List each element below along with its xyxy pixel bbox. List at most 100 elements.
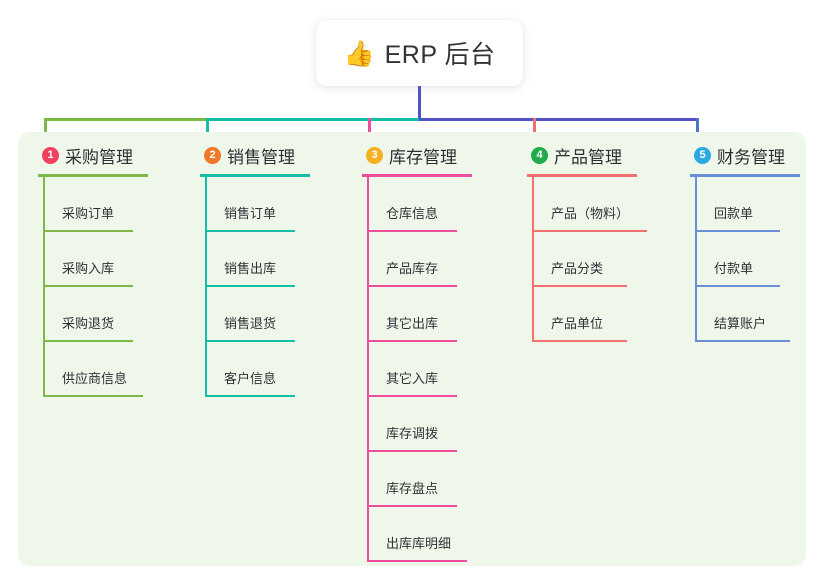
branch-item[interactable]: 产品单位 [527,287,677,342]
branch-item-label: 产品分类 [551,261,604,276]
branch-header-rule [527,174,637,177]
branch-item[interactable]: 销售出库 [200,232,350,287]
branch-item-label: 销售订单 [224,206,277,221]
branch-item-label: 出库库明细 [386,536,452,551]
root-node-content: 👍 ERP 后台 [343,35,495,71]
branch-item-label: 库存调拨 [386,426,439,441]
branch-item-list: 采购订单采购入库采购退货供应商信息 [38,177,188,397]
root-node-title: ERP 后台 [384,41,496,69]
branch-item[interactable]: 产品分类 [527,232,677,287]
branch-header-rule [38,174,148,177]
branch-item-label: 其它出库 [386,316,439,331]
branch-item-label: 采购订单 [62,206,115,221]
branch-spine [367,177,369,562]
branch-number-badge: 3 [366,146,383,164]
branch-item-label: 付款单 [714,261,754,276]
branch-item-label: 客户信息 [224,371,277,386]
branch-item-rule [367,285,457,287]
branch-item-list: 销售订单销售出库销售退货客户信息 [200,177,350,397]
thumbs-up-icon: 👍 [343,38,375,68]
branch-item-label: 采购入库 [62,261,115,276]
branch-item[interactable]: 供应商信息 [38,342,188,397]
branch-item-rule [205,285,295,287]
branch-item-label: 结算账户 [714,316,767,331]
branch-item[interactable]: 库存调拨 [362,397,512,452]
branch-item-label: 仓库信息 [386,206,439,221]
branch-header-4[interactable]: 4 产品管理 [527,142,677,168]
branch-item-rule [695,230,780,232]
branch-item-label: 库存盘点 [386,481,439,496]
branch-item[interactable]: 销售订单 [200,177,350,232]
branch-item-rule [43,230,133,232]
branch-item[interactable]: 付款单 [690,232,839,287]
branch-item-label: 产品单位 [551,316,604,331]
branch-column-1: 1 采购管理采购订单采购入库采购退货供应商信息 [38,142,188,397]
branch-number-badge: 4 [531,146,548,164]
branch-item[interactable]: 其它出库 [362,287,512,342]
branch-item-rule [367,395,457,397]
branch-item-rule [367,505,457,507]
branch-item[interactable]: 客户信息 [200,342,350,397]
branch-item[interactable]: 结算账户 [690,287,839,342]
branch-item-rule [367,230,457,232]
branch-spine [205,177,207,397]
branch-item-rule [43,340,133,342]
branch-item[interactable]: 仓库信息 [362,177,512,232]
branch-item-rule [367,560,467,562]
branch-header-1[interactable]: 1 采购管理 [38,142,188,168]
branch-item-rule [205,230,295,232]
branch-item[interactable]: 出库库明细 [362,507,512,562]
branch-header-rule [690,174,800,177]
branch-item-rule [695,340,790,342]
branch-item-list: 仓库信息产品库存其它出库其它入库库存调拨库存盘点出库库明细 [362,177,512,562]
branch-spine [43,177,45,397]
branch-item-rule [695,285,780,287]
branch-title: 采购管理 [65,147,133,167]
branch-item-rule [43,395,143,397]
bus-segment-green [44,118,209,121]
branch-item-list: 回款单付款单结算账户 [690,177,839,342]
branch-column-4: 4 产品管理产品（物料） 产品分类产品单位 [527,142,677,342]
branch-item-rule [367,450,457,452]
branch-item[interactable]: 其它入库 [362,342,512,397]
branch-item-label: 销售出库 [224,261,277,276]
root-stem [418,86,421,121]
branch-item-rule [43,285,133,287]
branch-number-badge: 1 [42,146,59,164]
branch-item-rule [367,340,457,342]
branch-item-label: 其它入库 [386,371,439,386]
branch-item[interactable]: 库存盘点 [362,452,512,507]
branch-title: 财务管理 [717,147,785,167]
branch-item-rule [532,340,627,342]
branch-item-label: 采购退货 [62,316,115,331]
branch-item-rule [532,285,627,287]
branch-item[interactable]: 产品库存 [362,232,512,287]
branch-item-label: 产品（物料） [551,206,630,221]
branch-title: 产品管理 [554,147,622,167]
root-node[interactable]: 👍 ERP 后台 [316,20,523,86]
branch-item-label: 产品库存 [386,261,439,276]
branch-item[interactable]: 采购入库 [38,232,188,287]
bus-segment-teal [206,118,422,121]
branch-spine [532,177,534,342]
branch-header-rule [200,174,310,177]
branch-item-rule [532,230,647,232]
branch-item[interactable]: 产品（物料） [527,177,677,232]
branch-item-list: 产品（物料） 产品分类产品单位 [527,177,677,342]
branch-item[interactable]: 采购退货 [38,287,188,342]
branch-item-label: 供应商信息 [62,371,128,386]
branch-item[interactable]: 回款单 [690,177,839,232]
bus-segment-indigo [419,118,699,121]
branch-item[interactable]: 销售退货 [200,287,350,342]
branch-item-label: 销售退货 [224,316,277,331]
branch-item[interactable]: 采购订单 [38,177,188,232]
branch-title: 销售管理 [227,147,295,167]
branch-item-label: 回款单 [714,206,754,221]
